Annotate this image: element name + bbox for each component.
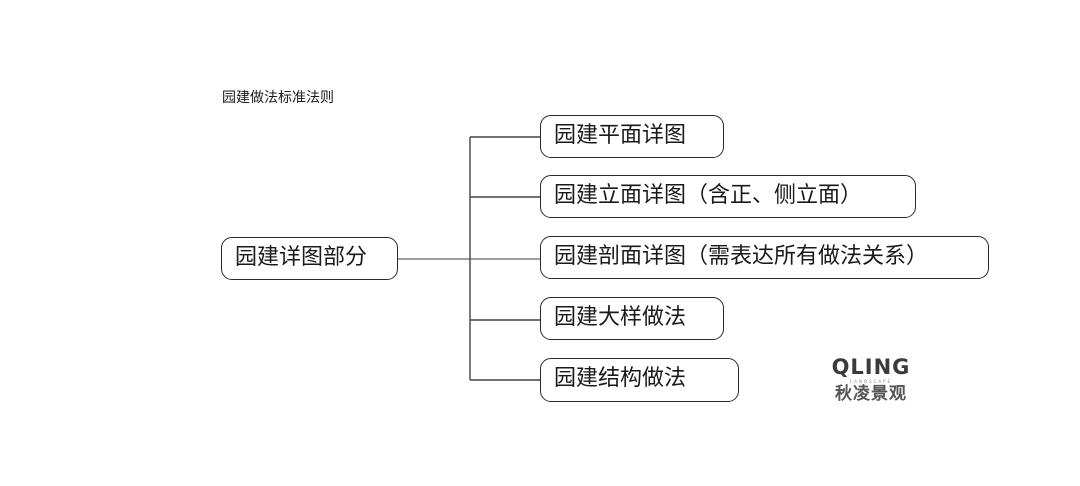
root-node: 园建详图部分 xyxy=(221,237,398,280)
page-title: 园建做法标准法则 xyxy=(222,90,334,106)
brand-logo-sub: LANDSCAPE xyxy=(849,379,893,384)
child-node-elevation-detail: 园建立面详图（含正、侧立面） xyxy=(540,175,916,218)
brand-logo: QLING LANDSCAPE 秋凌景观 xyxy=(827,355,915,404)
child-node-large-sample: 园建大样做法 xyxy=(540,297,724,340)
child-node-structure: 园建结构做法 xyxy=(540,358,739,402)
child-node-plan-detail: 园建平面详图 xyxy=(540,115,724,158)
child-node-section-detail: 园建剖面详图（需表达所有做法关系） xyxy=(540,236,989,279)
brand-logo-name: QLING xyxy=(831,355,911,379)
brand-logo-cn: 秋凌景观 xyxy=(835,384,907,404)
